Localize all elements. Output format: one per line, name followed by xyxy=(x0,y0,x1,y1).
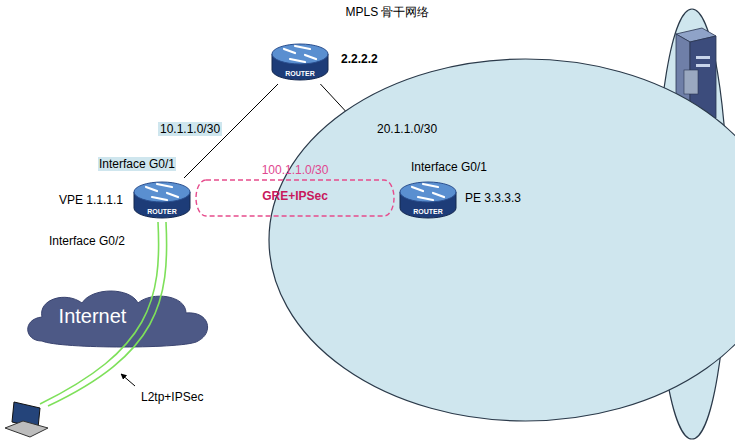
interface-label: Interface G0/2 xyxy=(48,234,126,248)
router-icon-shape xyxy=(268,40,332,84)
text-holder: 100.1.1.0/30GRE+IPSec xyxy=(194,160,396,222)
router-arrow xyxy=(412,187,423,191)
tunnel-label: GRE+IPSec xyxy=(262,188,328,204)
router-caption: ROUTER xyxy=(285,70,315,78)
router-icon-shape xyxy=(396,178,460,222)
router-arrow xyxy=(305,55,316,59)
interface-label: Interface G0/1 xyxy=(98,157,176,171)
router-arrow xyxy=(418,197,433,200)
router-icon: ROUTER xyxy=(396,178,460,222)
tunnel-outline xyxy=(196,180,394,216)
cloud-label: Internet xyxy=(59,304,127,328)
label-anchor: 2.2.2.2 xyxy=(340,52,379,66)
router-arrow xyxy=(152,197,167,200)
router-arrow xyxy=(284,49,295,53)
label-anchor: Interface G0/1 xyxy=(98,157,176,171)
router-icon: ROUTER xyxy=(130,178,194,222)
text-holder: ROUTER xyxy=(396,178,460,222)
router-top xyxy=(272,44,328,64)
label-anchor: Interface G0/1 xyxy=(410,160,488,174)
cloud-outline xyxy=(28,291,208,347)
link-label-anchor: 20.1.1.0/30 xyxy=(375,122,439,136)
router-arrow xyxy=(423,184,438,187)
router-arrow xyxy=(167,193,178,197)
router-icon-shape xyxy=(130,178,194,222)
label-anchor: Interface G0/2 xyxy=(48,234,126,248)
server-slot xyxy=(696,64,710,67)
router-caption: ROUTER xyxy=(413,208,443,216)
link-label: 20.1.1.0/30 xyxy=(375,122,439,136)
router-top xyxy=(400,182,456,202)
laptop-icon xyxy=(5,402,48,437)
router-arrow xyxy=(295,46,310,49)
access-line xyxy=(48,222,167,406)
server-slot xyxy=(696,56,710,59)
access-line xyxy=(40,222,159,404)
router-icon: ROUTER xyxy=(268,40,332,84)
laptop-base xyxy=(5,421,48,437)
link-label-anchor: 10.1.1.0/30 xyxy=(158,122,222,136)
server-monitor xyxy=(684,70,698,94)
text-holder: ROUTER xyxy=(268,40,332,84)
router-top xyxy=(134,182,190,202)
subnet-label: 100.1.1.0/30 xyxy=(262,162,329,178)
router-caption: ROUTER xyxy=(147,208,177,216)
network-title: MPLS 骨干网络 xyxy=(345,4,429,20)
label-anchor: PE 3.3.3.3 xyxy=(464,191,522,205)
label-anchor: L2tp+IPSec xyxy=(140,390,204,404)
interface-label: 2.2.2.2 xyxy=(340,52,379,66)
pointer-arrow xyxy=(121,374,135,386)
router-arrow xyxy=(157,184,172,187)
tunnel-box: 100.1.1.0/30GRE+IPSec xyxy=(194,160,396,222)
text-holder: ROUTER xyxy=(130,178,194,222)
router-arrow xyxy=(146,187,157,191)
text-holder: Internet xyxy=(20,285,215,351)
internet-cloud: Internet xyxy=(20,285,215,351)
label-anchor: VPE 1.1.1.1 xyxy=(58,193,124,207)
link-label: 10.1.1.0/30 xyxy=(158,122,222,136)
backbone-outline xyxy=(269,59,735,421)
interface-label: PE 3.3.3.3 xyxy=(464,191,522,205)
interface-label: Interface G0/1 xyxy=(410,160,488,174)
interface-label: VPE 1.1.1.1 xyxy=(58,193,124,207)
interface-label: L2tp+IPSec xyxy=(140,390,204,404)
router-arrow xyxy=(433,193,444,197)
router-arrow xyxy=(290,59,305,62)
